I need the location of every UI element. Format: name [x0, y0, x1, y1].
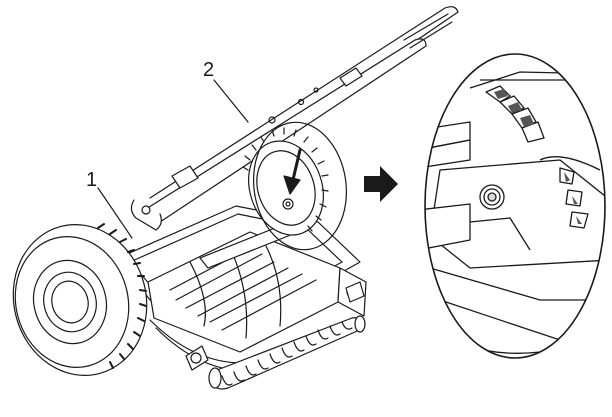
leader-line-2 [213, 79, 249, 123]
callout-number-1: 1 [86, 169, 97, 191]
front-roller [185, 281, 366, 390]
pointer-arrow [283, 148, 302, 195]
callout-number-2: 2 [203, 59, 214, 81]
right-gear-wheel [242, 127, 329, 236]
magnify-arrow [364, 166, 398, 202]
leader-line-1 [97, 187, 133, 239]
detail-highlight-ellipse [252, 121, 348, 251]
mower-handle [130, 6, 459, 231]
magnified-detail [424, 53, 606, 359]
mower-frame [117, 205, 367, 372]
left-wheel [12, 223, 148, 376]
